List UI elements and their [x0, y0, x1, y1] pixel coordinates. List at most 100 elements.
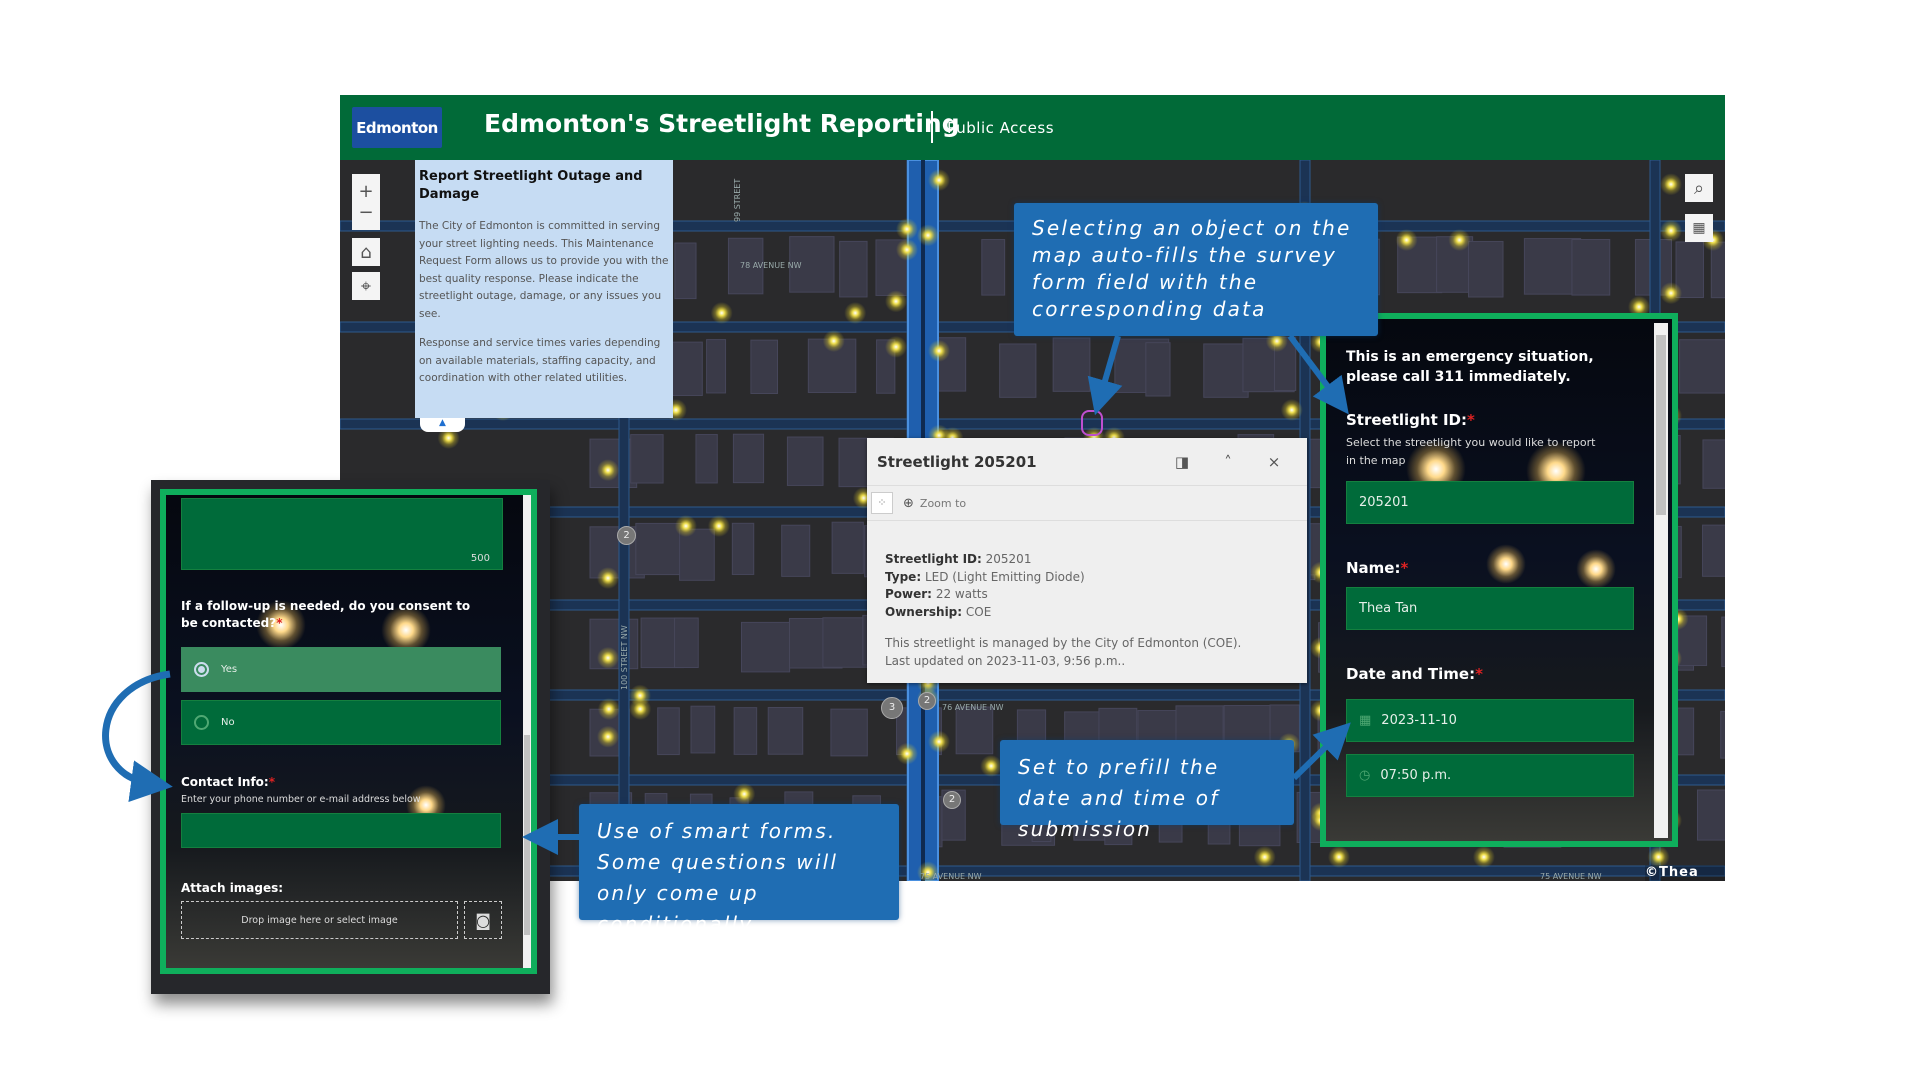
popup-field: Streetlight ID: 205201 [885, 552, 1032, 566]
building [1571, 239, 1611, 296]
radio-unselected-icon [194, 715, 209, 730]
field-label: Contact Info:* [181, 775, 276, 789]
survey-form-right: This is an emergency situation, please c… [1320, 313, 1678, 847]
home-button[interactable]: ⌂ [352, 238, 380, 266]
zoom-to-button[interactable]: Zoom to [919, 496, 967, 510]
streetlight-point [896, 218, 918, 241]
street [618, 160, 630, 881]
building [1145, 342, 1171, 397]
building [1710, 241, 1725, 299]
image-drop-zone[interactable]: Drop image here or select image [181, 901, 458, 939]
cluster-marker[interactable]: 2 [918, 692, 936, 710]
callout-autofill: Selecting an object on the map auto-fill… [1014, 203, 1378, 336]
streetlight-point [885, 335, 907, 358]
cluster-marker[interactable]: 2 [943, 791, 961, 809]
popup-note: Last updated on 2023-11-03, 9:56 p.m.. [885, 653, 1126, 668]
streetlight-point [710, 302, 733, 324]
info-panel: Report Streetlight Outage and Damage The… [415, 160, 673, 418]
collapse-info-button[interactable]: ▲ [420, 418, 465, 432]
info-paragraph: The City of Edmonton is committed in ser… [419, 220, 669, 320]
streetlight-point [928, 169, 950, 192]
streetlight-point [917, 861, 939, 881]
zoom-to-icon: ⊕ [903, 495, 914, 511]
streetlight-point [437, 427, 460, 449]
cluster-marker[interactable]: 3 [881, 697, 903, 719]
streetlight-point [1647, 846, 1670, 868]
streetlight-point [597, 725, 619, 748]
search-icon: ⌕ [1693, 177, 1705, 199]
building [690, 705, 716, 754]
close-icon[interactable]: × [1267, 452, 1281, 471]
streetlight-point [1280, 399, 1303, 421]
streetlight-point [1327, 846, 1350, 868]
street [340, 865, 1725, 877]
streetlight-point [1660, 219, 1682, 242]
char-count: 500 [470, 553, 490, 564]
building [789, 236, 835, 293]
building [830, 708, 868, 757]
name-input[interactable]: Thea Tan [1346, 587, 1634, 630]
streetlight-point [896, 238, 918, 261]
selected-streetlight-marker[interactable] [1081, 410, 1103, 436]
building [733, 707, 758, 755]
street-label: 75 AVENUE NW [1540, 872, 1602, 881]
streetlight-point [822, 330, 845, 352]
streetlight-point [707, 515, 730, 537]
streetlight-point [1660, 282, 1682, 305]
edmonton-logo[interactable]: Edmonton [352, 107, 442, 148]
radio-option-yes[interactable]: Yes [181, 647, 501, 692]
scrollbar[interactable] [523, 495, 531, 968]
zoom-out-button[interactable]: − [358, 202, 374, 223]
camera-button[interactable]: ◙ [464, 901, 502, 939]
field-label: Date and Time:* [1346, 665, 1483, 683]
popup-field: Power: 22 watts [885, 587, 988, 601]
building [727, 237, 764, 295]
streetlight-point [597, 459, 619, 482]
building [740, 621, 791, 673]
street [340, 418, 1725, 430]
attach-images-label: Attach images: [181, 881, 284, 895]
building [981, 239, 1006, 296]
features-menu-icon[interactable]: ⁘ [871, 492, 893, 514]
streetlight-point [928, 339, 950, 362]
streetlight-point [597, 567, 619, 590]
search-button[interactable]: ⌕ [1685, 174, 1713, 202]
title-divider [931, 111, 933, 143]
qr-code-button[interactable]: ▦ [1685, 214, 1713, 242]
zoom-controls: + − [352, 174, 380, 230]
contact-info-input[interactable] [181, 813, 501, 848]
streetlight-point [1660, 173, 1682, 196]
description-textarea[interactable]: 500 [181, 498, 503, 570]
streetlight-point [733, 783, 756, 805]
radio-option-no[interactable]: No [181, 700, 501, 745]
zoom-in-button[interactable]: + [358, 181, 374, 202]
building [674, 617, 699, 669]
street-label: 75 AVENUE NW [920, 872, 982, 881]
locate-button[interactable]: ⌖ [352, 272, 380, 300]
building [1679, 339, 1725, 394]
building [1721, 616, 1725, 668]
building [1052, 337, 1091, 392]
field-label: Streetlight ID:* [1346, 411, 1475, 429]
date-input[interactable]: ▦2023-11-10 [1346, 699, 1634, 742]
scrollbar[interactable] [1654, 323, 1668, 838]
building [674, 242, 697, 300]
building [767, 706, 804, 755]
time-input[interactable]: ◷07:50 p.m. [1346, 754, 1634, 797]
qr-code-icon: ▦ [1692, 220, 1706, 236]
field-label: Name:* [1346, 559, 1409, 577]
collapse-icon[interactable]: ˄ [1224, 452, 1232, 471]
dock-icon[interactable]: ◨ [1174, 452, 1190, 471]
popup-field: Ownership: COE [885, 604, 992, 619]
app-title: Edmonton's Streetlight Reporting [484, 109, 960, 138]
building [1702, 524, 1725, 577]
building [1702, 439, 1725, 489]
streetlight-id-input[interactable]: 205201 [1346, 481, 1634, 524]
streetlight-point [674, 515, 697, 537]
street-label: 99 STREET [733, 178, 742, 222]
street-label: 78 AVENUE NW [740, 261, 802, 270]
building [839, 240, 868, 298]
building [657, 707, 680, 756]
cluster-marker[interactable]: 2 [617, 526, 636, 545]
street-label: 76 AVENUE NW [942, 703, 1004, 712]
